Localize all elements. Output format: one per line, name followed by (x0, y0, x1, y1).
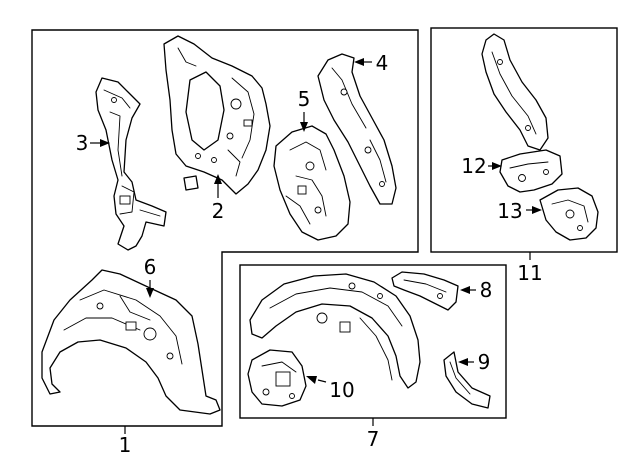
part-2-inner-panel (163, 35, 271, 195)
part-7-wheelhouse-liner (249, 273, 421, 389)
arrow-5 (300, 122, 308, 132)
part-13-bracket (539, 187, 599, 241)
part-4-rear-pillar (317, 53, 397, 205)
arrow-2 (214, 174, 222, 184)
part-11-upper-pillar (481, 33, 549, 151)
part-8-bracket (391, 271, 459, 311)
part-12-bracket (499, 149, 563, 193)
arrow-9 (458, 358, 468, 366)
arrow-6 (146, 288, 154, 298)
group-box-1 (31, 29, 419, 427)
callout-12: 12 (461, 154, 486, 178)
arrow-13 (532, 206, 542, 214)
part-3-pillar (95, 77, 167, 251)
part-5-bracket (273, 125, 351, 241)
arrow-10 (306, 376, 317, 384)
arrow-4 (354, 58, 364, 66)
arrow-8 (460, 286, 470, 294)
callout-7: 7 (367, 427, 380, 451)
callout-3: 3 (76, 131, 89, 155)
callout-1: 1 (119, 433, 132, 457)
arrow-3 (100, 139, 110, 147)
callout-10: 10 (329, 378, 354, 402)
leader-10 (317, 379, 327, 383)
callout-4: 4 (376, 51, 389, 75)
part-6-wheelhouse (41, 269, 221, 415)
part-9-brace (443, 351, 491, 409)
callout-2: 2 (212, 199, 225, 223)
part-10-bracket (247, 349, 307, 407)
callout-5: 5 (298, 87, 311, 111)
callout-9: 9 (478, 350, 491, 374)
callout-11: 11 (517, 261, 542, 285)
callout-8: 8 (480, 278, 493, 302)
callout-6: 6 (144, 255, 157, 279)
arrow-12 (492, 162, 502, 170)
group-box-11 (430, 27, 618, 253)
callout-13: 13 (497, 199, 522, 223)
